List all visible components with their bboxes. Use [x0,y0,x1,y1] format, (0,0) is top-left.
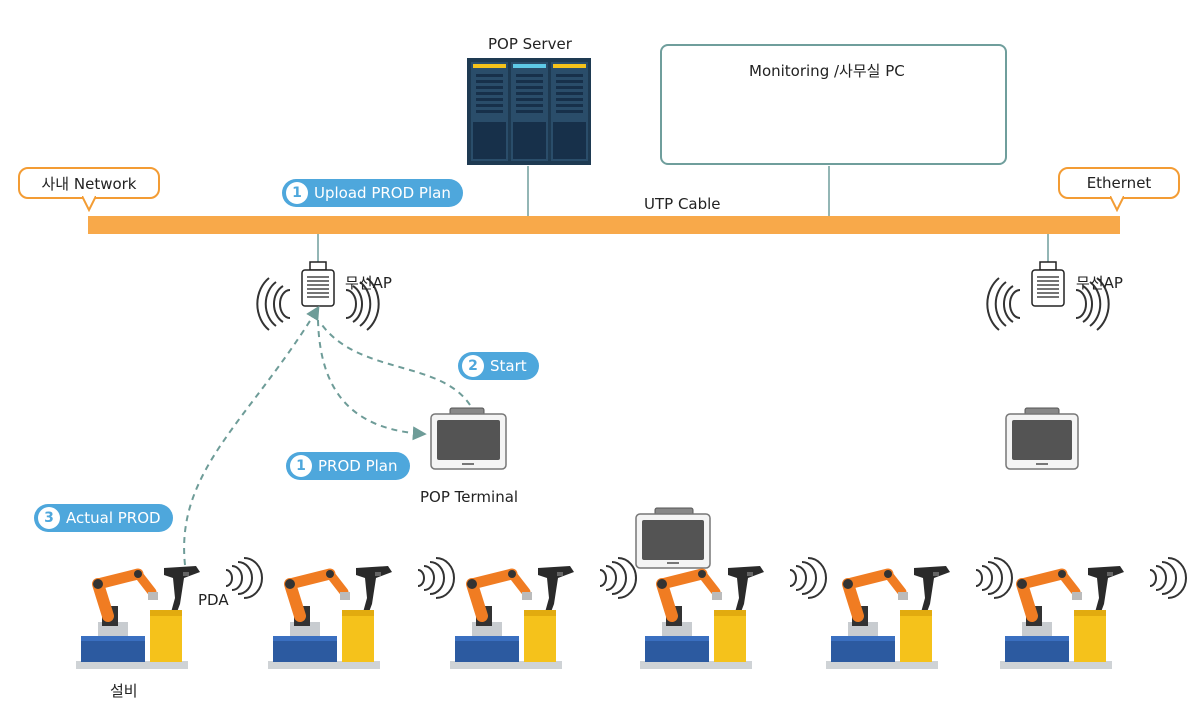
wireless-ap-left-label: 무선AP [345,274,392,292]
network-callout: 사내 Network [18,167,160,199]
monitoring-pc-label: Monitoring /사무실 PC [749,62,905,80]
pda-label: PDA [198,591,229,609]
equipment-unit [76,558,262,669]
ethernet-callout-tail [1110,196,1124,212]
wireless-ap-icon [301,261,335,307]
wireless-ap-right-label: 무선AP [1076,274,1123,292]
equipment-unit [450,558,636,669]
wireless-ap-icon [1031,261,1065,307]
network-bar [88,216,1120,234]
equipment-unit [640,558,826,669]
wireless-signal-icon [986,277,1110,331]
pop-server-label: POP Server [488,35,572,53]
network-callout-tail [82,196,96,212]
step-prod-plan: 1 PROD Plan [286,452,410,480]
pop-terminal-label: POP Terminal [420,488,519,506]
step-number: 2 [462,355,484,377]
utp-cable-label: UTP Cable [644,195,721,213]
actual-prod-arrow [183,305,320,566]
tablet-terminal-icon [1005,407,1079,470]
ethernet-callout-text: Ethernet [1086,174,1152,192]
step-number: 3 [38,507,60,529]
equipment-unit [1000,558,1186,669]
step-text: Start [490,357,527,375]
equipment-unit [268,558,454,669]
step-number: 1 [286,182,308,204]
tablet-terminal-icon [430,407,507,470]
flow-arrows [183,305,471,566]
start-arrow [321,324,471,406]
server-rack-icon [467,58,591,165]
wireless-signal-icon [256,277,380,331]
equipment-label: 설비 [110,682,138,700]
tablet-terminal-icon [635,507,711,569]
step-number: 1 [290,455,312,477]
step-start: 2 Start [458,352,539,380]
ethernet-callout: Ethernet [1058,167,1180,199]
network-callout-text: 사내 Network [41,174,137,193]
step-text: Actual PROD [66,509,161,527]
step-text: Upload PROD Plan [314,184,451,202]
prod-plan-arrow [317,319,427,441]
step-upload-prod-plan: 1 Upload PROD Plan [282,179,463,207]
step-actual-prod: 3 Actual PROD [34,504,173,532]
equipment-unit [826,558,1012,669]
step-text: PROD Plan [318,457,398,475]
monitoring-pc-box [660,44,1007,165]
